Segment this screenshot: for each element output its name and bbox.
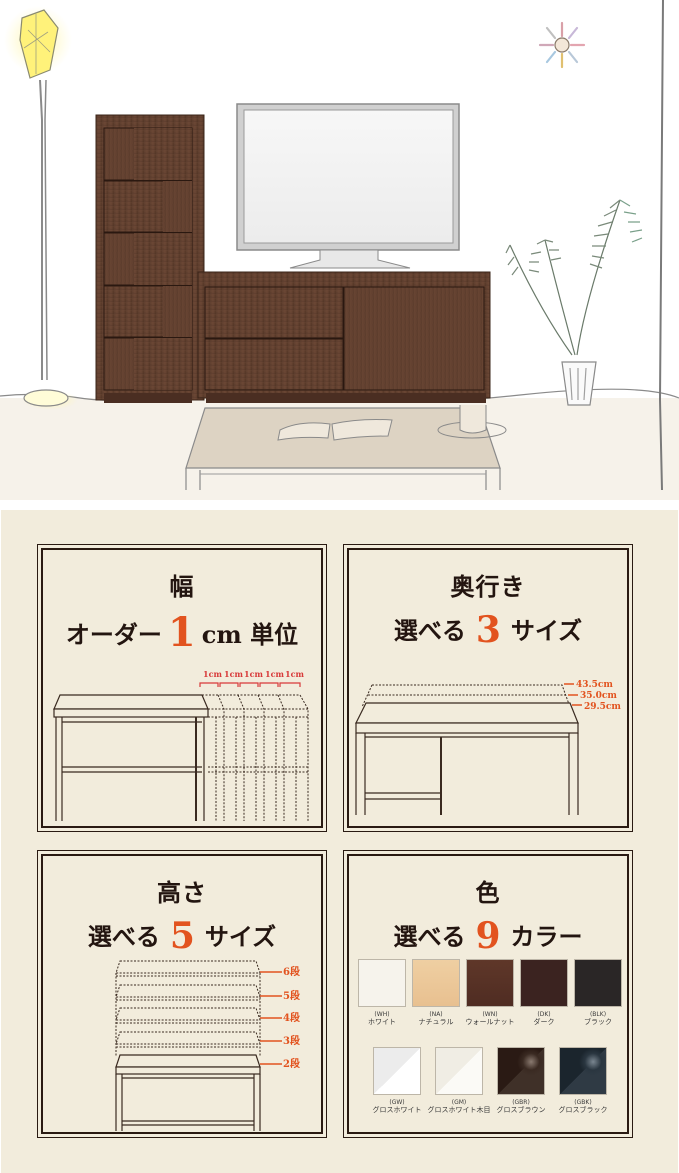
television	[236, 103, 460, 269]
color-chip	[574, 959, 622, 1007]
living-room-scene	[0, 0, 679, 500]
subtitle-post: カラー	[510, 922, 583, 951]
color-name: ダーク	[533, 1018, 555, 1026]
color-code: (NA)	[429, 1011, 443, 1018]
subtitle-pre: オーダー	[65, 620, 162, 649]
feature-card-height: 高さ 選べる 5 サイズ	[37, 850, 327, 1138]
increment-labels: 1cm 1cm 1cm 1cm 1cm	[203, 669, 304, 679]
color-code: (WH)	[374, 1011, 390, 1018]
svg-text:43.5cm: 43.5cm	[576, 680, 613, 690]
swatch-gbr[interactable]: (GBR) グロスブラウン	[490, 1047, 552, 1115]
width-diagram: 1cm 1cm 1cm 1cm 1cm	[53, 669, 309, 821]
subtitle-post: cm 単位	[201, 620, 299, 649]
color-chip	[435, 1047, 483, 1095]
color-chip	[466, 959, 514, 1007]
coffee-table	[185, 405, 507, 490]
color-chip	[497, 1047, 545, 1095]
color-name: グロスブラック	[558, 1106, 608, 1114]
card-title: 高さ	[157, 878, 207, 907]
swatch-row-2: (GW) グロスホワイト (GM) グロスホワイト木目 (GBR) グロスブラウ…	[356, 1047, 624, 1115]
depth-diagram: 43.5cm 35.0cm 29.5cm	[355, 680, 621, 815]
color-name: ナチュラル	[418, 1018, 454, 1026]
tv-board	[197, 271, 491, 403]
card-title: 幅	[169, 572, 195, 601]
feature-card-color: 色 選べる 9 カラー (WH) ホワイト (NA) ナチュラル (WN)	[343, 850, 633, 1138]
subtitle-pre: 選べる	[87, 922, 160, 951]
card-title: 色	[475, 878, 501, 907]
color-name: ホワイト	[368, 1018, 396, 1026]
color-chip	[373, 1047, 421, 1095]
highlight-number: 1	[167, 609, 196, 656]
hero-illustration	[0, 0, 679, 500]
color-name: グロスブラウン	[496, 1106, 546, 1114]
color-code: (GM)	[451, 1099, 467, 1106]
color-code: (BLK)	[589, 1011, 607, 1018]
color-swatches: (WH) ホワイト (NA) ナチュラル (WN) ウォールナット (DK) ダ…	[356, 959, 624, 1115]
svg-text:1cm: 1cm	[203, 669, 222, 679]
svg-text:6段: 6段	[283, 965, 300, 978]
tall-chest	[95, 114, 205, 403]
swatch-gm[interactable]: (GM) グロスホワイト木目	[427, 1047, 491, 1115]
highlight-number: 9	[475, 915, 501, 957]
color-name: グロスホワイト	[372, 1106, 422, 1114]
color-code: (GBK)	[574, 1099, 592, 1106]
height-diagram: 6段 5段 4段 3段 2段	[115, 960, 300, 1131]
color-code: (GBR)	[512, 1099, 530, 1106]
swatch-wh[interactable]: (WH) ホワイト	[356, 959, 408, 1027]
potted-plant	[505, 199, 643, 406]
svg-text:29.5cm: 29.5cm	[584, 702, 621, 712]
swatch-na[interactable]: (NA) ナチュラル	[410, 959, 462, 1027]
subtitle-pre: 選べる	[393, 922, 466, 951]
swatch-gw[interactable]: (GW) グロスホワイト	[366, 1047, 428, 1115]
highlight-number: 5	[169, 915, 195, 957]
swatch-blk[interactable]: (BLK) ブラック	[572, 959, 624, 1027]
svg-text:4段: 4段	[283, 1011, 300, 1024]
color-code: (DK)	[537, 1011, 551, 1018]
card-subtitle: 選べる 5 サイズ	[38, 915, 326, 957]
svg-text:2段: 2段	[283, 1057, 300, 1070]
subtitle-post: サイズ	[204, 922, 277, 951]
swatch-row-1: (WH) ホワイト (NA) ナチュラル (WN) ウォールナット (DK) ダ…	[356, 959, 624, 1027]
svg-text:1cm: 1cm	[224, 669, 243, 679]
card-subtitle: 選べる 3 サイズ	[344, 609, 632, 651]
color-chip	[358, 959, 406, 1007]
svg-text:3段: 3段	[283, 1034, 300, 1047]
subtitle-post: サイズ	[510, 616, 583, 645]
swatch-gbk[interactable]: (GBK) グロスブラック	[552, 1047, 614, 1115]
color-name: グロスホワイト木目	[427, 1106, 491, 1114]
color-name: ウォールナット	[465, 1018, 515, 1026]
svg-text:5段: 5段	[283, 989, 300, 1002]
color-code: (GW)	[389, 1099, 405, 1106]
color-chip	[412, 959, 460, 1007]
svg-text:1cm: 1cm	[244, 669, 263, 679]
color-chip	[520, 959, 568, 1007]
wall-clock	[538, 21, 586, 69]
card-title: 奥行き	[450, 572, 526, 601]
svg-text:1cm: 1cm	[265, 669, 284, 679]
color-code: (WN)	[482, 1011, 498, 1018]
svg-text:35.0cm: 35.0cm	[580, 691, 617, 701]
color-chip	[559, 1047, 607, 1095]
swatch-wn[interactable]: (WN) ウォールナット	[464, 959, 516, 1027]
subtitle-pre: 選べる	[393, 616, 466, 645]
svg-text:1cm: 1cm	[285, 669, 304, 679]
swatch-dk[interactable]: (DK) ダーク	[518, 959, 570, 1027]
highlight-number: 3	[475, 609, 501, 651]
card-subtitle: 選べる 9 カラー	[344, 915, 632, 957]
feature-card-depth: 奥行き 選べる 3 サイズ	[343, 544, 633, 832]
color-name: ブラック	[584, 1018, 612, 1026]
